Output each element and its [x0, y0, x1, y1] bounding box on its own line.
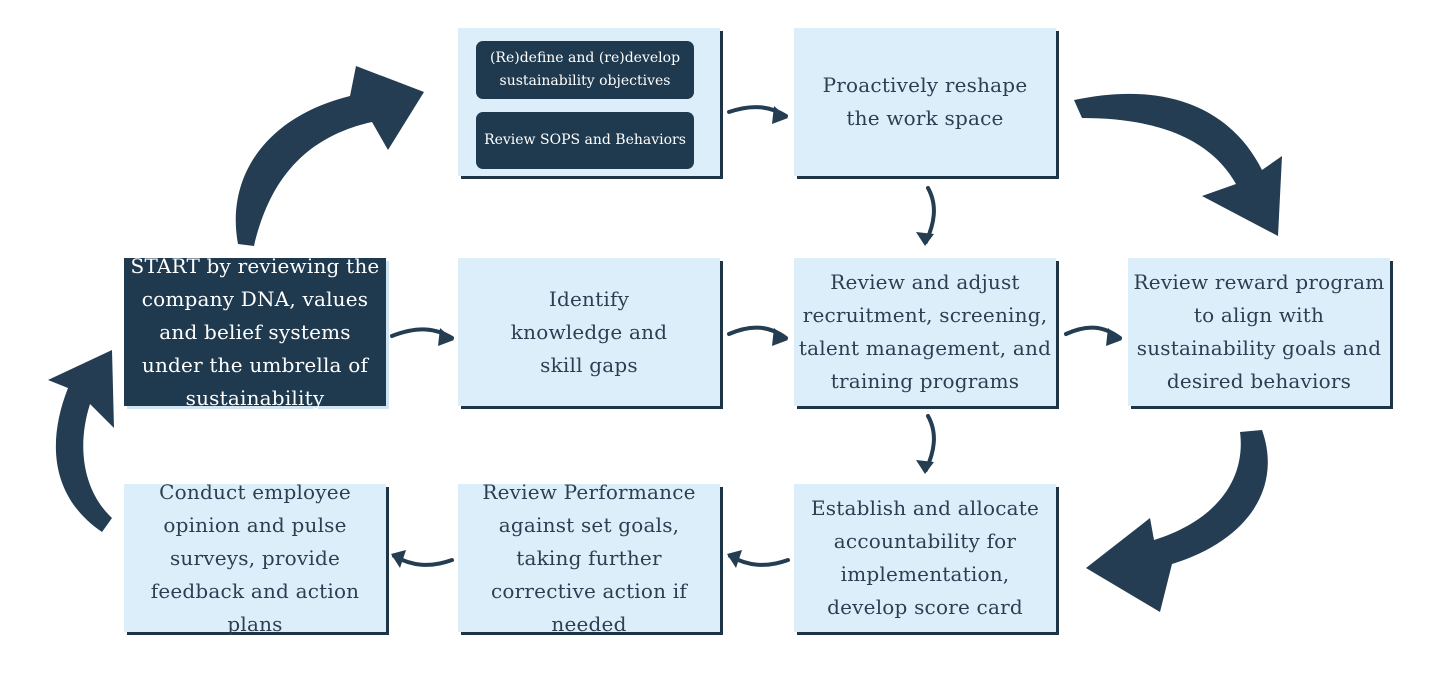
- objectives-pill: (Re)define and (re)develop sustainabilit…: [476, 41, 694, 99]
- gaps-text: Identify knowledge and skill gaps: [510, 286, 668, 377]
- big-curved-arrow-start-to-objectives: [235, 66, 424, 246]
- performance-box: Review Performance against set goals, ta…: [458, 480, 720, 636]
- arrowhead: [1106, 328, 1122, 346]
- gaps-box: Identify knowledge and skill gaps: [458, 258, 720, 406]
- big-curved-arrow-reshape-to-reward: [1074, 93, 1282, 236]
- arrowhead: [916, 460, 934, 474]
- reshape-text: Proactively reshape the work space: [822, 73, 1028, 130]
- review-sops-pill: Review SOPS and Behaviors: [476, 112, 694, 169]
- big-curved-arrow-surveys-to-start: [48, 350, 114, 532]
- accountability-text: Establish and allocate accountability fo…: [810, 496, 1040, 619]
- arrowhead: [772, 106, 788, 124]
- arrowhead: [916, 232, 934, 246]
- big-curved-arrow-reward-to-accountability: [1086, 430, 1268, 612]
- arrowhead: [772, 328, 788, 346]
- recruitment-box: Review and adjust recruitment, screening…: [794, 258, 1056, 406]
- arrowhead: [727, 550, 742, 568]
- start-box: START by reviewing the company DNA, valu…: [124, 254, 386, 410]
- reshape-box: Proactively reshape the work space: [794, 28, 1056, 176]
- arrowhead: [391, 550, 406, 568]
- objectives-group-box: (Re)define and (re)develop sustainabilit…: [458, 28, 720, 176]
- recruitment-text: Review and adjust recruitment, screening…: [798, 270, 1052, 393]
- arrowhead: [438, 328, 454, 346]
- accountability-box: Establish and allocate accountability fo…: [794, 484, 1056, 632]
- surveys-box: Conduct employee opinion and pulse surve…: [124, 480, 386, 636]
- performance-text: Review Performance against set goals, ta…: [482, 479, 696, 636]
- reward-text: Review reward program to align with sust…: [1133, 270, 1385, 393]
- surveys-text: Conduct employee opinion and pulse surve…: [150, 479, 360, 636]
- start-text: START by reviewing the company DNA, valu…: [130, 253, 380, 410]
- reward-box: Review reward program to align with sust…: [1128, 258, 1390, 406]
